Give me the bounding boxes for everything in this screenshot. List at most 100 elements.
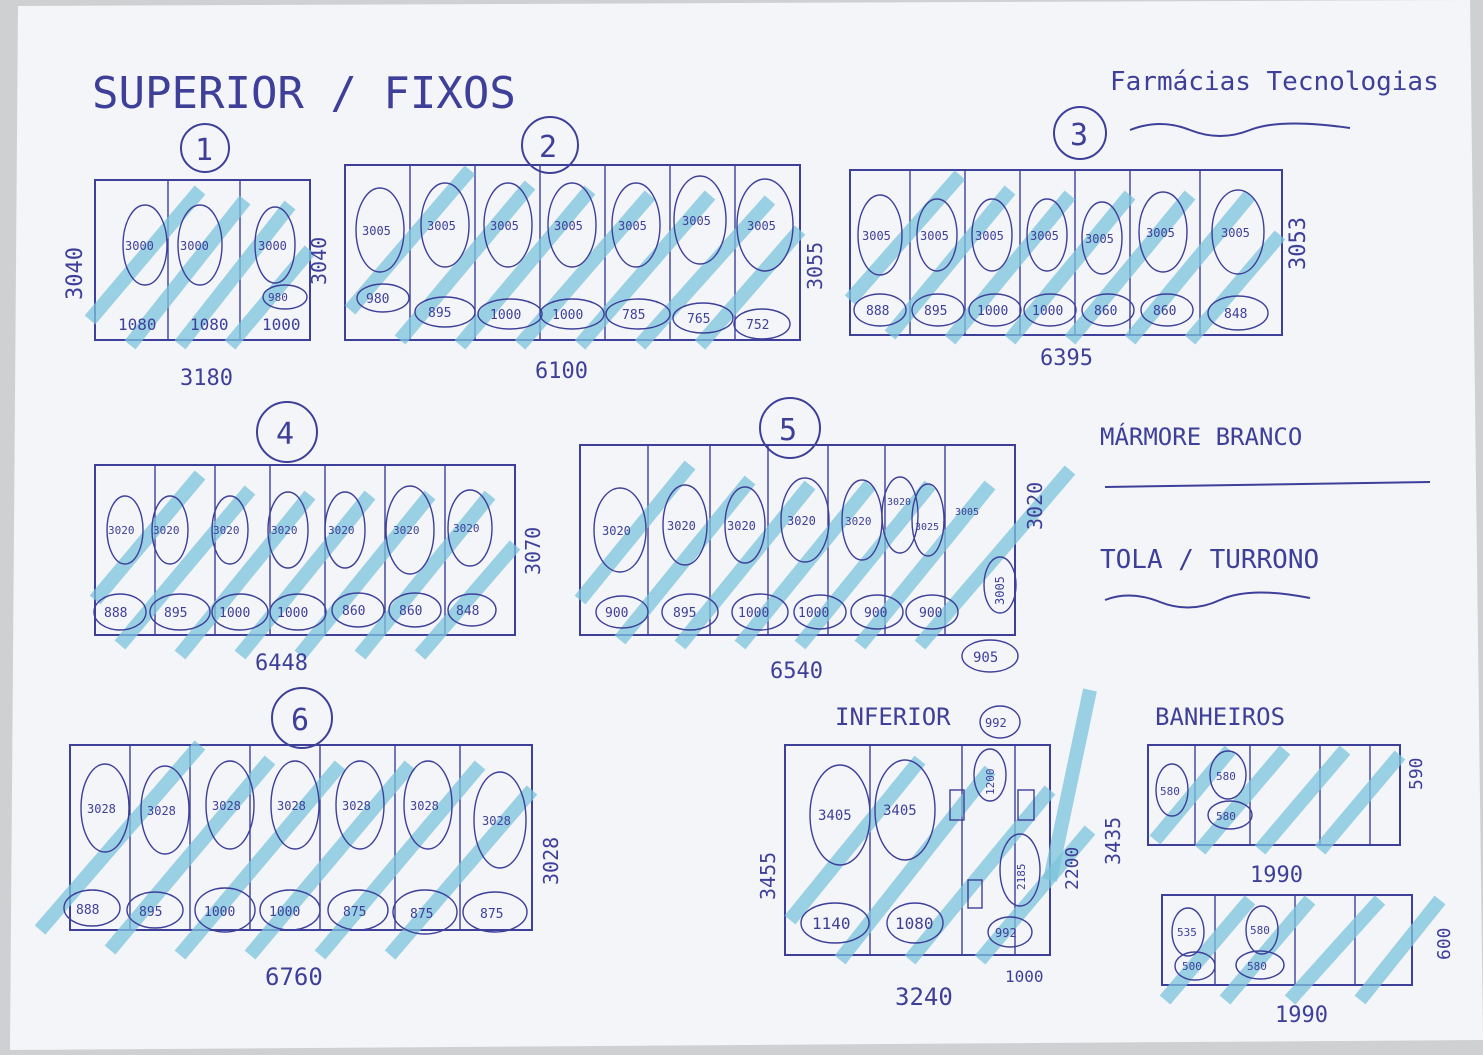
page-title: SUPERIOR / FIXOS [92, 68, 516, 119]
panel-4-top-label: 3020 [453, 522, 480, 535]
panel-2-right-height-label: 3055 [803, 242, 827, 290]
panel-4-bottom-label: 895 [164, 606, 187, 621]
panel-4-top-label: 3020 [108, 524, 135, 537]
panel-2-top-label: 3005 [362, 224, 391, 238]
banheiro-1-left-height-label: 3435 [1101, 817, 1125, 865]
panel-2-bottom-label: 785 [622, 308, 645, 323]
panel-5-top-label: 3005 [955, 507, 979, 518]
banheiro-2-hatch [1159, 895, 1446, 1005]
banheiro-2-label: 500 [1182, 960, 1202, 973]
panel-5-bottom-label: 900 [605, 606, 628, 621]
panel-3-width-label: 6395 [1040, 346, 1093, 371]
inferior-side-label: 1200 [984, 769, 997, 796]
note-divider [1104, 481, 1431, 488]
paper-background [10, 0, 1483, 1050]
panel-5-bottom-label: 900 [864, 606, 887, 621]
panel-4: 4 3020 3020 3020 3020 3020 3020 3020 [89, 401, 545, 676]
banheiro-1-label: 580 [1216, 770, 1236, 783]
inferior-width-label: 3240 [895, 983, 953, 1011]
inferior-bottom-label: 1140 [812, 914, 851, 933]
panel-1-bottom-label: 1000 [262, 315, 301, 334]
panel-6-bottom-label: 1000 [269, 905, 300, 920]
panel-4-bottom-label: 860 [399, 604, 422, 619]
panel-4-hatch [89, 470, 521, 660]
inferior-right-height-label: 2200 [1062, 847, 1083, 890]
banheiro-2-label: 580 [1250, 924, 1270, 937]
panel-1-number-circle [180, 123, 230, 173]
panel-1-hatch [84, 185, 316, 350]
panel-6-bottom-label: 888 [76, 903, 99, 918]
panel-5: 5 3020 3020 3020 3020 3020 3020 3025 30 [574, 397, 1076, 684]
panel-1-width-label: 3180 [180, 366, 233, 391]
panel-2-top-label: 3005 [618, 219, 647, 233]
header-right-label: Farmácias Tecnologias [1110, 67, 1439, 97]
panel-5-top-label: 3020 [727, 519, 756, 533]
panel-6-top-label: 3028 [212, 799, 241, 813]
banheiro-1-width-label: 1990 [1250, 863, 1303, 888]
panel-6-top-label: 3028 [87, 802, 116, 816]
panel-6-bottom-label: 895 [139, 905, 162, 920]
panel-5-bottom-label: 1000 [798, 606, 829, 621]
panel-2-width-label: 6100 [535, 359, 588, 384]
banheiro-2-height-label: 600 [1434, 927, 1455, 960]
inferior-title: INFERIOR [835, 703, 951, 731]
panel-5-top-label: 3020 [845, 515, 872, 528]
panel-2-top-label: 3005 [554, 219, 583, 233]
panel-6-top-label: 3028 [277, 799, 306, 813]
panel-4-number: 4 [276, 417, 294, 452]
panel-2-bottom-label: 765 [687, 312, 710, 327]
inferior-hatch [784, 688, 1097, 965]
panel-3-height-label: 3053 [1286, 217, 1311, 270]
panel-1-top-label: 3000 [258, 239, 287, 253]
panel-6-top-label: 3028 [342, 799, 371, 813]
panel-5-top-label: 3020 [667, 519, 696, 533]
panel-3-number: 3 [1070, 118, 1088, 153]
panel-5-hatch [574, 460, 1076, 650]
panel-5-top-label: 3025 [915, 522, 939, 533]
panel-3-bottom-label: 895 [924, 304, 947, 319]
panel-3-top-label: 3005 [1221, 226, 1250, 240]
panel-2-bottom-label: 1000 [552, 308, 583, 323]
panel-3-bottom-label: 860 [1153, 304, 1176, 319]
panel-1-bottom-label: 1080 [190, 315, 229, 334]
banheiro-1-outline [1147, 744, 1401, 846]
panel-1-number: 1 [195, 133, 213, 168]
panel-5-top-label: 3020 [887, 497, 911, 508]
panel-5-bottom-label: 900 [919, 606, 942, 621]
panel-2-bottom-label: 980 [366, 292, 389, 307]
panel-4-top-label: 3020 [213, 524, 240, 537]
panel-5-number-circle [759, 397, 821, 459]
panel-2-number-circle [521, 116, 579, 174]
panel-3-bottom-label: 1000 [977, 304, 1008, 319]
panel-4-height-label: 3070 [521, 527, 545, 575]
panel-2-bottom-label: 752 [746, 318, 769, 333]
banheiro-1-hatch [1149, 745, 1406, 855]
panel-2-bottom-label: 895 [428, 306, 451, 321]
panel-4-top-label: 3020 [393, 524, 420, 537]
panel-1-bottom-label: 1080 [118, 315, 157, 334]
panel-5-bottom-label: 3005 [993, 576, 1007, 605]
panel-2-number: 2 [539, 130, 557, 165]
panel-2-top-label: 3005 [490, 219, 519, 233]
panel-4-bottom-label: 888 [104, 606, 127, 621]
panel-4-bottom-label: 848 [456, 604, 479, 619]
inferior-side-label: 2185 [1015, 864, 1028, 891]
panel-1-top-label: 3000 [125, 239, 154, 253]
panel-3: 3 3005 3005 3005 3005 3005 3005 3005 [844, 106, 1311, 371]
panel-5-width-label: 6540 [770, 659, 823, 684]
panel-6-width-label: 6760 [265, 963, 323, 991]
panel-3-top-label: 3005 [1030, 229, 1059, 243]
panel-6-bottom-label: 875 [480, 907, 503, 922]
panel-6-top-label: 3028 [147, 804, 176, 818]
panel-6-bottom-label: 1000 [204, 905, 235, 920]
note-marble: MÁRMORE BRANCO [1100, 422, 1302, 451]
panel-2-top-label: 3005 [427, 219, 456, 233]
banheiros-panels: BANHEIROS 580 580 580 590 3435 1990 [1101, 703, 1455, 1028]
inferior-panel: INFERIOR 3405 3405 1140 1080 992 1200 21… [756, 688, 1097, 1011]
panel-3-top-label: 3005 [862, 229, 891, 243]
panel-5-bottom-label: 895 [673, 606, 696, 621]
panel-4-bottom-label: 860 [342, 604, 365, 619]
panel-4-top-label: 3020 [271, 524, 298, 537]
panel-2-top-label: 3005 [682, 214, 711, 228]
